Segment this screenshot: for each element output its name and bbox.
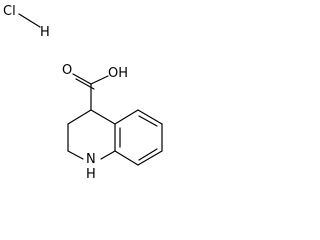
- amine-hydrogen-label: H: [86, 167, 96, 182]
- carboxyl-c-o-double-bond-1: [72, 73, 92, 85]
- c8-c8a-bond: [114, 150, 139, 166]
- hydrochloride-structure-drawing: Cl H OH O N H: [3, 4, 163, 182]
- aromatic-double-bond-c5-c6: [138, 115, 158, 127]
- hcl-bond: [18, 13, 41, 28]
- c4-c4a-bond: [90, 109, 116, 125]
- n1-c8a-bond: [100, 150, 116, 160]
- carbonyl-oxygen-label: O: [62, 63, 72, 78]
- carboxyl-c-oh-bond: [90, 75, 109, 85]
- amine-nitrogen-label: N: [86, 152, 96, 167]
- chemical-structure-canvas: Cl H OH O N H: [3, 4, 163, 182]
- c2-n1-bond: [67, 150, 84, 160]
- c4-c3-bond: [67, 109, 92, 125]
- c5-c6-bond: [137, 109, 163, 125]
- chlorine-atom-label: Cl: [3, 4, 16, 19]
- hydroxyl-label: OH: [108, 66, 128, 81]
- c4a-c5-bond: [114, 109, 139, 125]
- aromatic-double-bond-c7-c8: [138, 148, 158, 161]
- c7-c8-bond: [137, 150, 163, 166]
- hydrogen-atom-label: H: [40, 25, 50, 40]
